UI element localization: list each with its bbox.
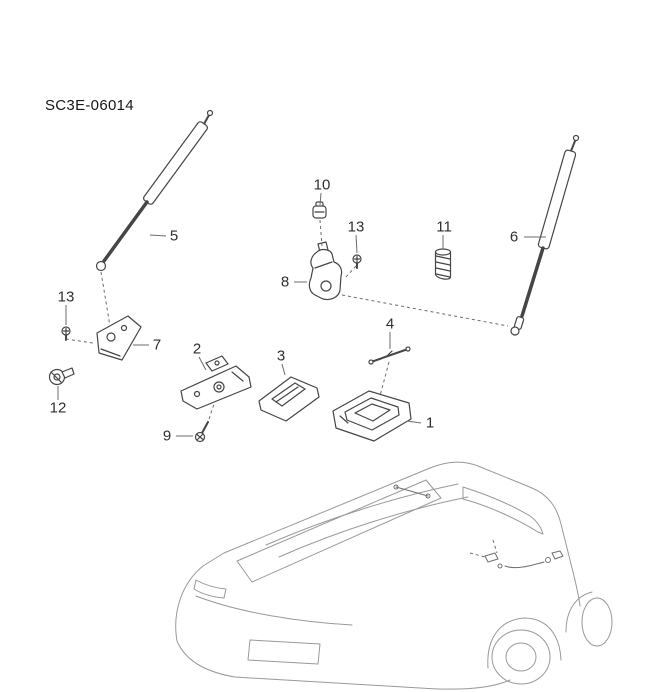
installed-parts-on-vehicle bbox=[393, 484, 564, 569]
bracket-8 bbox=[308, 241, 343, 301]
clip-12 bbox=[48, 367, 75, 386]
callout-leader-lines bbox=[57, 192, 546, 437]
screw-13-right bbox=[352, 254, 362, 269]
latch-housing-1 bbox=[332, 390, 412, 442]
grommet-10 bbox=[312, 201, 327, 219]
latch-actuator-2 bbox=[180, 355, 252, 410]
screw-13-left bbox=[61, 326, 71, 341]
diagram-code: SC3E-06014 bbox=[45, 97, 134, 114]
vehicle-outline bbox=[175, 461, 613, 690]
spring-11 bbox=[434, 248, 452, 280]
handle-bezel-3 bbox=[258, 376, 320, 422]
assembly-dashed-lines bbox=[65, 219, 509, 420]
release-rod-4 bbox=[368, 346, 411, 365]
gas-strut-6 bbox=[510, 134, 580, 336]
screw-9 bbox=[194, 421, 209, 443]
gas-strut-5 bbox=[95, 109, 214, 272]
bracket-7 bbox=[96, 315, 142, 361]
